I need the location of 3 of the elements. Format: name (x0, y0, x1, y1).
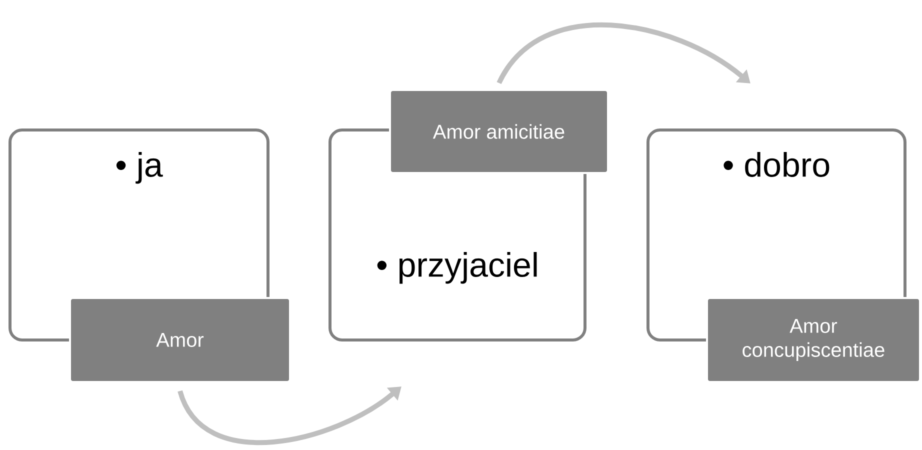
label-box: Amor concupiscentiae (706, 297, 921, 383)
label-box: Amor amicitiae (389, 89, 609, 174)
label-box: Amor (69, 297, 291, 383)
